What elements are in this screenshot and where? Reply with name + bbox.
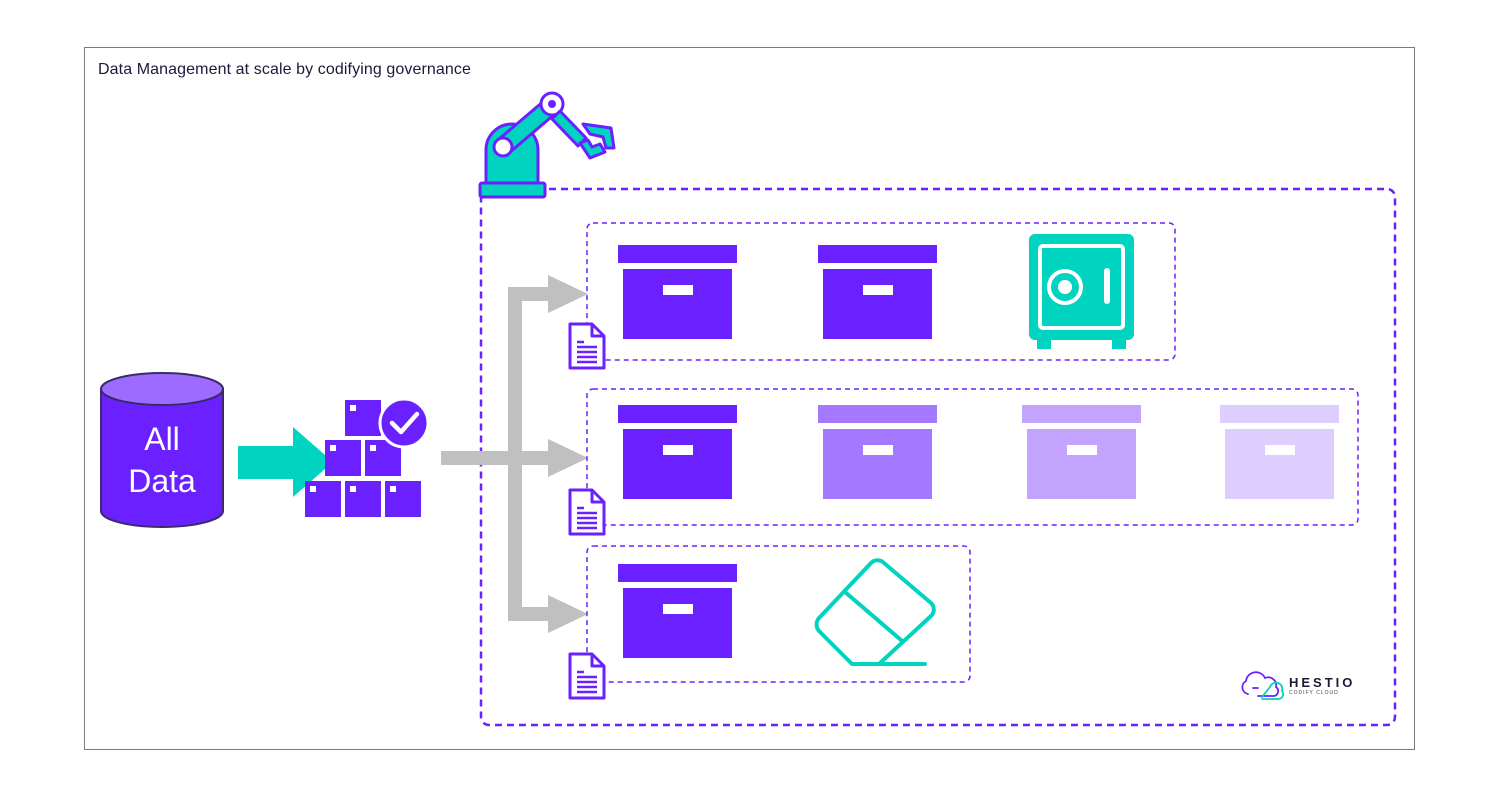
diagram-title: Data Management at scale by codifying go… bbox=[98, 61, 472, 78]
logo-tagline: CODIFY CLOUD bbox=[1289, 690, 1339, 696]
policy-document-icon bbox=[568, 488, 606, 536]
archive-box-icon bbox=[818, 405, 937, 499]
logo-name: HESTIO bbox=[1289, 675, 1356, 690]
routing-arrows bbox=[441, 275, 588, 633]
ingest-arrow-icon bbox=[238, 427, 333, 497]
policy-document-icon bbox=[568, 652, 606, 700]
archive-box-icon bbox=[1220, 405, 1339, 499]
policy-document-icon bbox=[568, 322, 606, 370]
robot-arm-icon bbox=[478, 91, 616, 199]
safe-vault-icon bbox=[1029, 234, 1134, 349]
hestio-logo-icon bbox=[1241, 671, 1284, 700]
archive-box-icon bbox=[818, 245, 937, 339]
lane-secure bbox=[586, 222, 1176, 361]
stacked-boxes-check-icon bbox=[305, 397, 430, 517]
archive-box-icon bbox=[618, 405, 737, 499]
diagram-frame bbox=[84, 47, 1415, 750]
archive-box-icon bbox=[618, 564, 737, 658]
eraser-icon bbox=[814, 558, 936, 666]
lane-tiered bbox=[586, 388, 1359, 526]
archive-box-icon bbox=[618, 245, 737, 339]
archive-box-icon bbox=[1022, 405, 1141, 499]
lane-delete bbox=[586, 545, 971, 683]
governance-container bbox=[479, 187, 1397, 727]
database-cylinder-icon bbox=[100, 372, 224, 528]
